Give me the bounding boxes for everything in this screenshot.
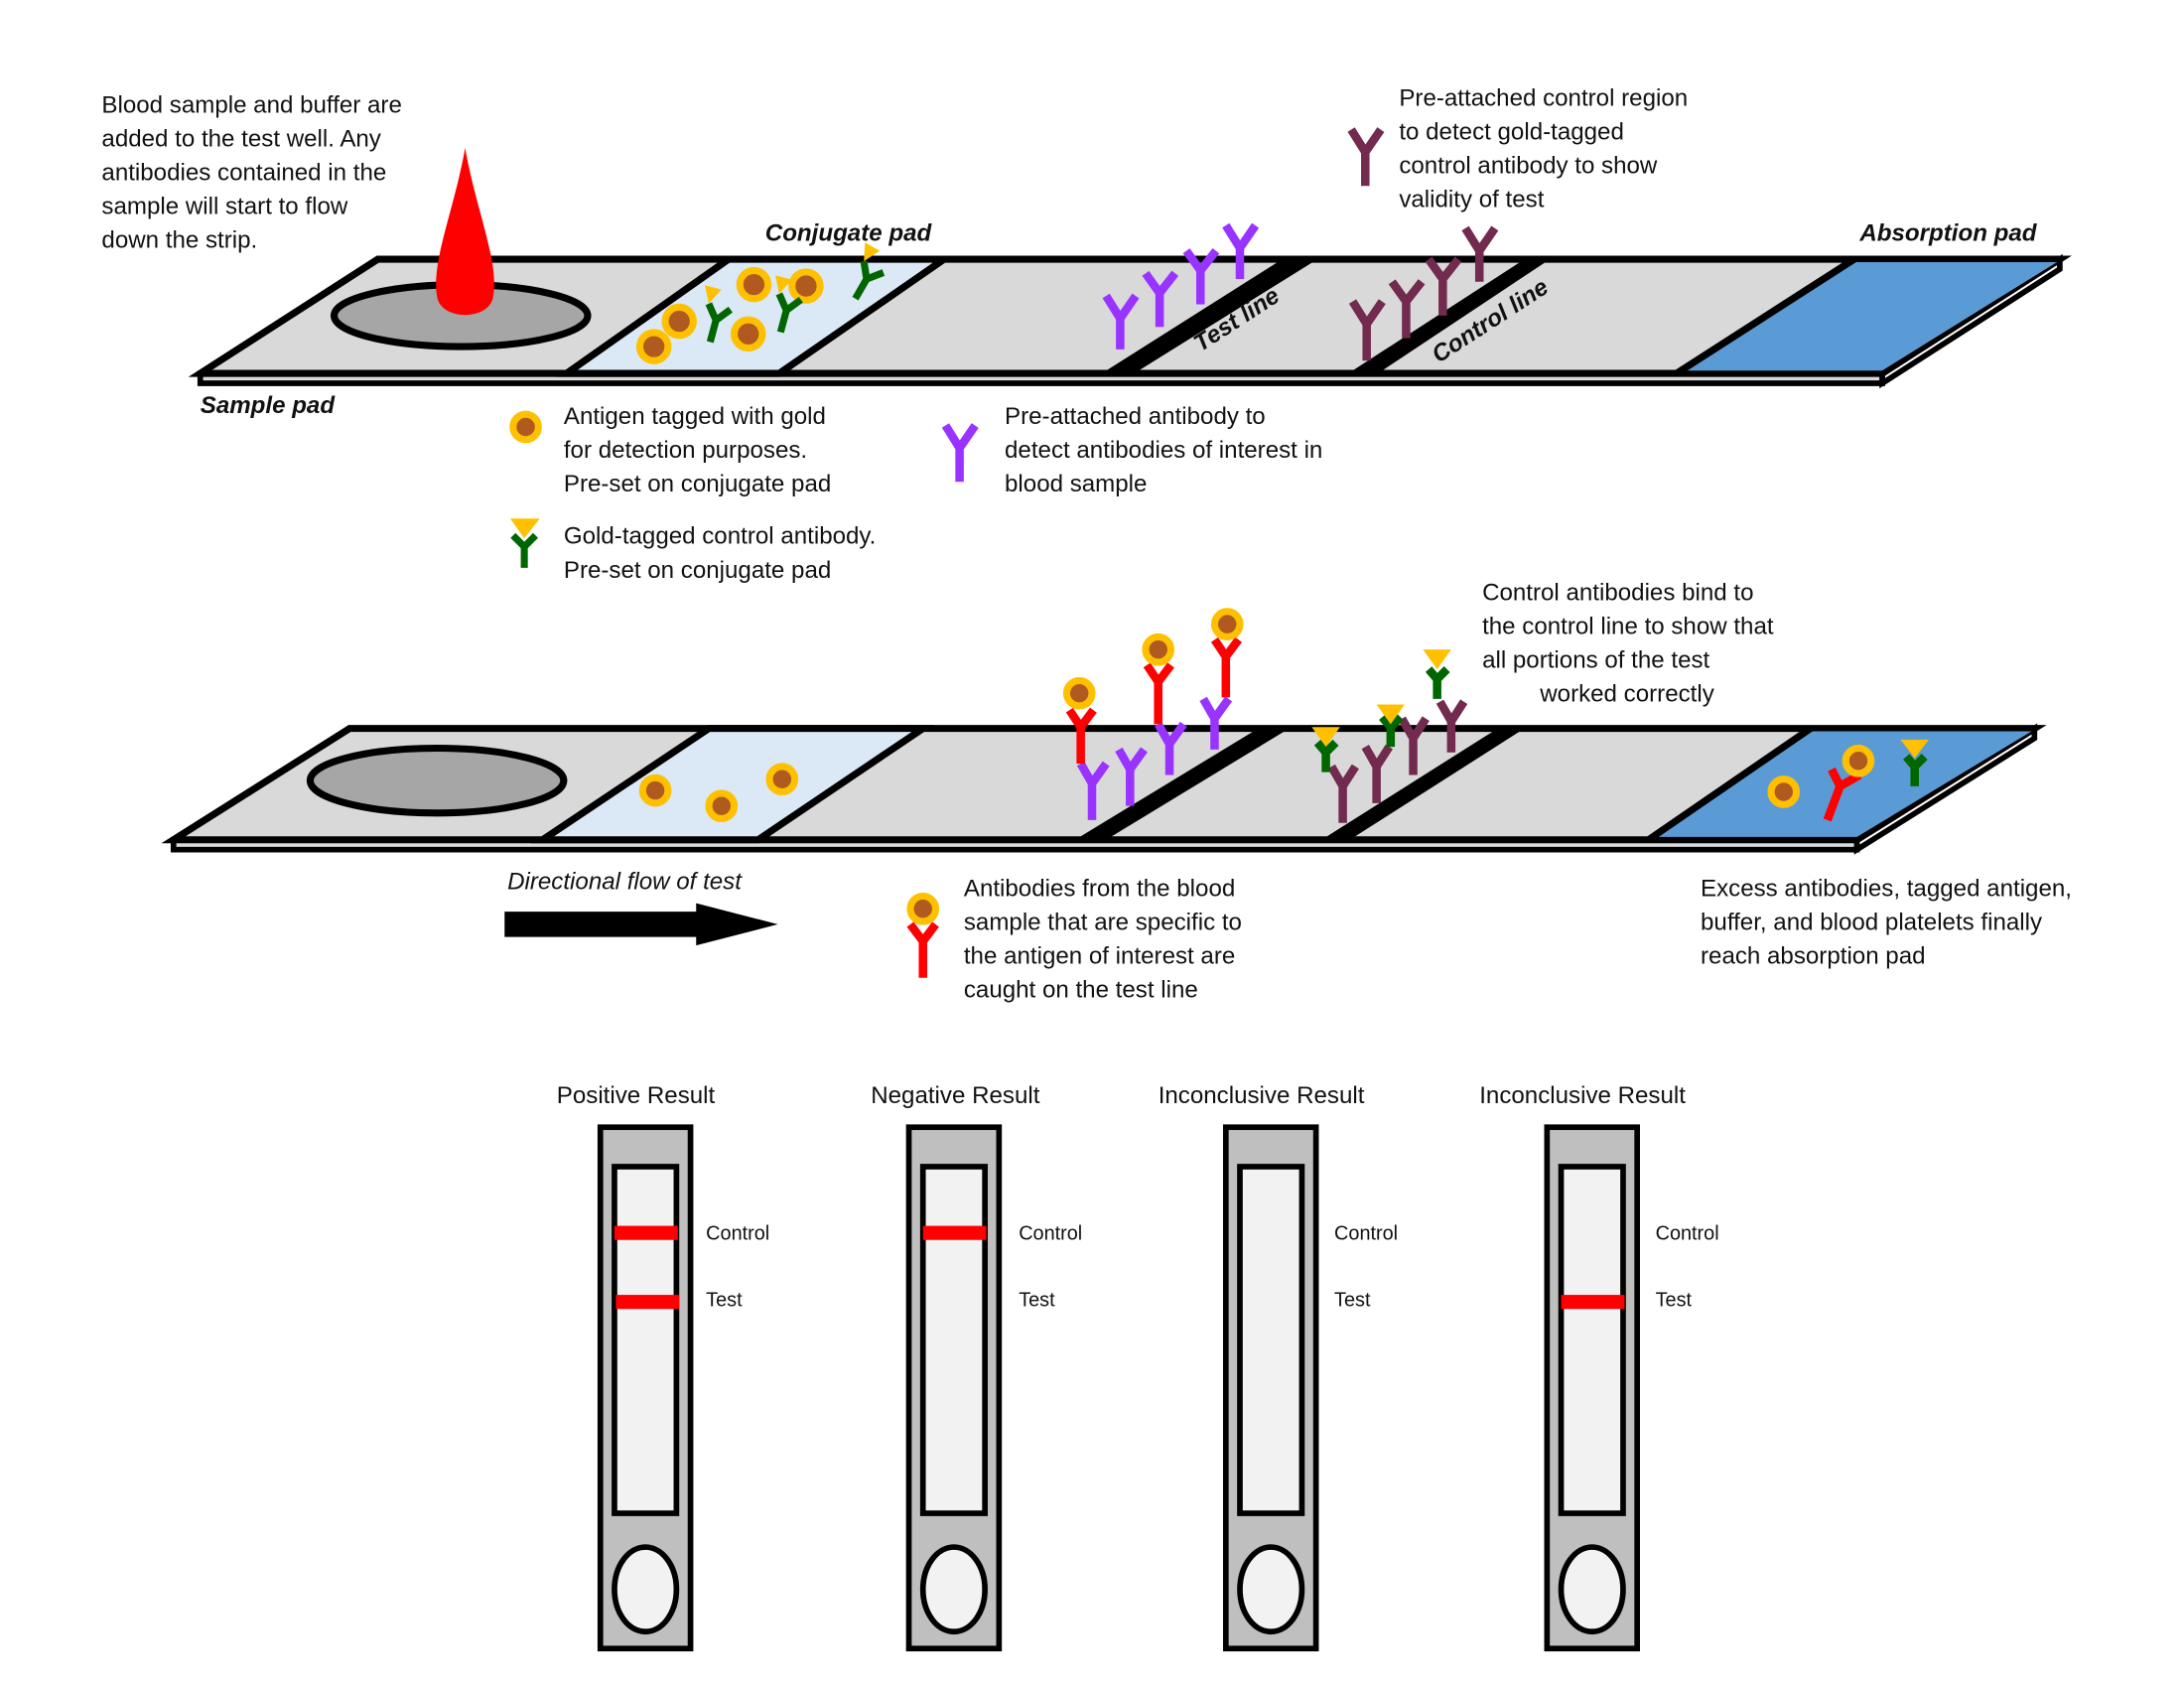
control-region-antibody-icon: [1347, 127, 1385, 187]
blood-sample-annotation: Blood sample and buffer are added to the…: [101, 92, 401, 254]
svg-text:antibodies contained in the: antibodies contained in the: [101, 160, 386, 187]
control-label: Control: [1334, 1223, 1398, 1245]
results: Positive Result Control Test Negative Re…: [557, 1082, 1719, 1652]
sample-pad-label: Sample pad: [201, 392, 337, 419]
svg-text:the control line to show that: the control line to show that: [1482, 614, 1774, 640]
svg-text:Pre-set on conjugate pad: Pre-set on conjugate pad: [564, 557, 831, 584]
bound-test-complexes: [1062, 608, 1244, 820]
legend: Antigen tagged with gold for detection p…: [509, 403, 1322, 584]
svg-text:Antibodies from the blood: Antibodies from the blood: [964, 876, 1235, 903]
svg-text:sample that are specific to: sample that are specific to: [964, 910, 1242, 936]
sample-well: [1558, 1544, 1626, 1635]
result-title: Inconclusive Result: [1159, 1082, 1365, 1109]
svg-text:Pre-attached antibody to: Pre-attached antibody to: [1005, 403, 1266, 430]
svg-text:worked correctly: worked correctly: [1539, 681, 1714, 708]
flow-label: Directional flow of test: [507, 868, 743, 895]
absorption-pad-contents: [1767, 739, 1929, 822]
flow-arrow-icon: [504, 903, 778, 946]
result-title: Negative Result: [871, 1082, 1039, 1109]
svg-text:Excess antibodies, tagged anti: Excess antibodies, tagged antigen,: [1701, 876, 2072, 903]
control-label: Control: [706, 1223, 769, 1245]
absorption-pad-label: Absorption pad: [1858, 220, 2037, 247]
result-positive: Positive Result Control Test: [557, 1082, 769, 1652]
test-label: Test: [1656, 1289, 1693, 1311]
result-window: [612, 1164, 680, 1516]
sample-well: [919, 1544, 988, 1635]
sample-antibodies-annotation: Antibodies from the blood sample that ar…: [906, 876, 1242, 1004]
test-label: Test: [706, 1289, 743, 1311]
gold-antigen-icon: [509, 410, 542, 444]
bottom-conjugate-pad: [530, 725, 935, 844]
top-strip: Test line Control line Conjugate pad Abs…: [101, 84, 2072, 419]
bottom-strip: Control antibodies bind to the control l…: [161, 580, 2072, 1004]
result-window: [919, 1164, 988, 1516]
legend-antigen: Antigen tagged with gold for detection p…: [509, 403, 831, 497]
result-inconclusive-1: Inconclusive Result Control Test: [1159, 1082, 1398, 1652]
result-inconclusive-2: Inconclusive Result Control Test: [1479, 1082, 1719, 1652]
legend-test-antibody: Pre-attached antibody to detect antibodi…: [941, 403, 1322, 497]
bottom-control-line-band: [1321, 728, 1525, 840]
test-line-antibodies: [1102, 222, 1260, 350]
svg-text:for detection purposes.: for detection purposes.: [564, 437, 807, 464]
result-window: [1558, 1164, 1626, 1516]
test-line-band: [1101, 259, 1318, 374]
bottom-conjugate-antigens: [638, 763, 799, 823]
conjugate-pad-label: Conjugate pad: [765, 220, 933, 247]
test-label: Test: [1019, 1289, 1055, 1311]
svg-text:blood sample: blood sample: [1005, 471, 1147, 497]
svg-text:Pre-attached control region: Pre-attached control region: [1399, 84, 1688, 111]
svg-text:Control antibodies bind to: Control antibodies bind to: [1482, 580, 1753, 607]
sample-well: [1237, 1544, 1305, 1635]
absorption-pad: [1676, 261, 2058, 371]
svg-text:Blood sample and buffer are: Blood sample and buffer are: [101, 92, 401, 119]
result-title: Inconclusive Result: [1479, 1082, 1686, 1109]
control-line: [614, 1225, 678, 1240]
control-bind-annotation: Control antibodies bind to the control l…: [1482, 580, 1774, 708]
bottom-test-line-band: [1074, 728, 1290, 840]
svg-text:Pre-set on conjugate pad: Pre-set on conjugate pad: [564, 471, 831, 497]
control-region-annotation: Pre-attached control region to detect go…: [1347, 84, 1688, 213]
svg-text:all portions of the test: all portions of the test: [1482, 647, 1709, 674]
svg-text:detect antibodies of interest: detect antibodies of interest in: [1005, 437, 1322, 464]
svg-text:to detect gold-tagged: to detect gold-tagged: [1399, 118, 1624, 145]
test-antibody-icon: [941, 423, 979, 483]
test-line: [615, 1295, 680, 1310]
flow-annotation: Directional flow of test: [504, 868, 778, 946]
sample-well: [612, 1544, 680, 1635]
result-window: [1237, 1164, 1305, 1516]
excess-annotation: Excess antibodies, tagged antigen, buffe…: [1701, 876, 2072, 970]
result-title: Positive Result: [557, 1082, 716, 1109]
svg-text:control antibody to show: control antibody to show: [1399, 153, 1658, 180]
control-line-antibodies: [1348, 225, 1499, 361]
bottom-sample-well: [306, 744, 568, 817]
svg-text:sample will start to flow: sample will start to flow: [101, 194, 347, 220]
control-label: Control: [1656, 1223, 1719, 1245]
conjugate-antigens: [635, 266, 824, 364]
control-label: Control: [1019, 1223, 1082, 1245]
gold-control-antibody-icon: [509, 518, 540, 568]
svg-text:down the strip.: down the strip.: [101, 227, 257, 254]
test-line: [1561, 1295, 1625, 1310]
svg-text:added to the test well. Any: added to the test well. Any: [101, 126, 380, 153]
svg-text:reach absorption pad: reach absorption pad: [1701, 943, 1926, 970]
result-negative: Negative Result Control Test: [871, 1082, 1082, 1652]
svg-text:Gold-tagged control antibody.: Gold-tagged control antibody.: [564, 523, 877, 550]
control-line-band: [1348, 259, 1551, 374]
svg-text:caught on the test line: caught on the test line: [964, 977, 1198, 1004]
svg-text:Antigen tagged with gold: Antigen tagged with gold: [564, 403, 826, 430]
control-line: [922, 1225, 987, 1240]
test-label: Test: [1334, 1289, 1371, 1311]
bound-control-complexes: [1311, 649, 1468, 823]
svg-text:buffer, and blood platelets fi: buffer, and blood platelets finally: [1701, 910, 2042, 936]
sample-antibody-icon: [906, 892, 940, 978]
conjugate-control-antibodies: [705, 242, 886, 344]
legend-control-antibody: Gold-tagged control antibody. Pre-set on…: [509, 518, 877, 584]
blood-drop-icon: [436, 147, 494, 316]
svg-text:the antigen of interest are: the antigen of interest are: [964, 943, 1235, 970]
svg-text:validity of test: validity of test: [1399, 187, 1544, 213]
